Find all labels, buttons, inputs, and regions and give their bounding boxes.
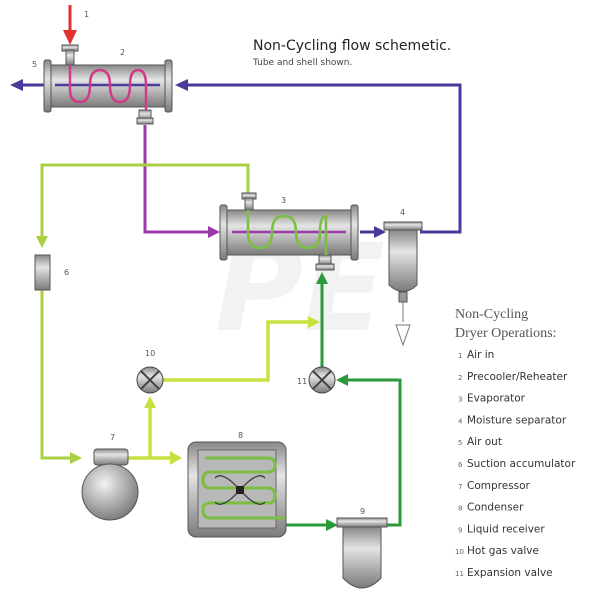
legend-item-label: Air in <box>467 349 494 361</box>
condenser <box>187 441 287 538</box>
legend-item-label: Moisture separator <box>467 414 567 426</box>
legend: Non-Cycling Dryer Operations: 1 Air in 2 Pr… <box>455 307 576 579</box>
callout-7: 7 <box>110 433 115 442</box>
legend-item-label: Liquid receiver <box>467 523 545 535</box>
callout-1: 1 <box>84 10 89 19</box>
legend-item-number: 6 <box>458 461 463 469</box>
callout-9: 9 <box>360 507 365 516</box>
legend-item-number: 11 <box>455 570 464 578</box>
diagram-title: Non-Cycling flow schemetic. <box>253 38 451 54</box>
arrow-icon <box>374 226 386 238</box>
hot-gas-line <box>128 320 310 460</box>
suction-accumulator <box>34 254 51 291</box>
evaporator <box>219 192 359 271</box>
hot-gas-valve[interactable] <box>136 366 164 394</box>
liquid-receiver <box>336 517 388 589</box>
arrow-icon <box>10 79 23 91</box>
legend-item-number: 2 <box>458 374 462 382</box>
precooler-reheater <box>43 44 173 125</box>
legend-item-label: Air out <box>467 436 502 448</box>
callout-11: 11 <box>297 377 307 386</box>
legend-item-label: Precooler/Reheater <box>467 371 568 383</box>
legend-item-label: Suction accumulator <box>467 458 576 470</box>
callout-3: 3 <box>281 196 286 205</box>
arrow-icon <box>36 236 48 248</box>
compressor <box>81 448 139 521</box>
moisture-separator <box>383 221 423 347</box>
arrow-icon <box>175 79 188 91</box>
legend-item-number: 7 <box>458 483 462 491</box>
legend-item-number: 4 <box>458 417 463 425</box>
air-out-line <box>20 83 462 234</box>
arrow-icon <box>170 451 182 465</box>
arrow-icon <box>326 519 338 531</box>
arrow-icon <box>70 452 82 464</box>
legend-item-label: Hot gas valve <box>467 545 539 557</box>
liquid-line <box>285 282 402 527</box>
air-in-arrow-icon <box>63 30 77 45</box>
callout-8: 8 <box>238 431 243 440</box>
legend-item-number: 10 <box>455 548 464 556</box>
expansion-valve[interactable] <box>308 366 336 394</box>
callout-6: 6 <box>64 268 69 277</box>
suction-line <box>40 163 250 240</box>
legend-item-label: Compressor <box>467 480 531 492</box>
legend-item-label: Condenser <box>467 502 524 514</box>
legend-item-label: Expansion valve <box>467 567 553 579</box>
callout-5: 5 <box>32 60 37 69</box>
legend-item-label: Evaporator <box>467 393 526 405</box>
diagram-subtitle: Tube and shell shown. <box>252 58 352 68</box>
callout-10: 10 <box>145 349 155 358</box>
legend-item-number: 5 <box>458 439 462 447</box>
legend-heading: Non-Cycling <box>455 307 528 322</box>
arrow-icon <box>316 272 328 284</box>
callout-2: 2 <box>120 48 125 57</box>
arrow-icon <box>144 396 156 408</box>
legend-item-number: 9 <box>458 526 462 534</box>
legend-heading: Dryer Operations: <box>455 326 556 341</box>
arrow-icon <box>336 374 348 386</box>
legend-item-number: 3 <box>458 396 462 404</box>
callout-4: 4 <box>400 208 405 217</box>
precooled-air-line <box>143 125 212 234</box>
arrow-icon <box>208 226 220 238</box>
arrow-icon <box>308 316 320 328</box>
legend-item-number: 1 <box>458 352 462 360</box>
legend-item-number: 8 <box>458 505 462 513</box>
